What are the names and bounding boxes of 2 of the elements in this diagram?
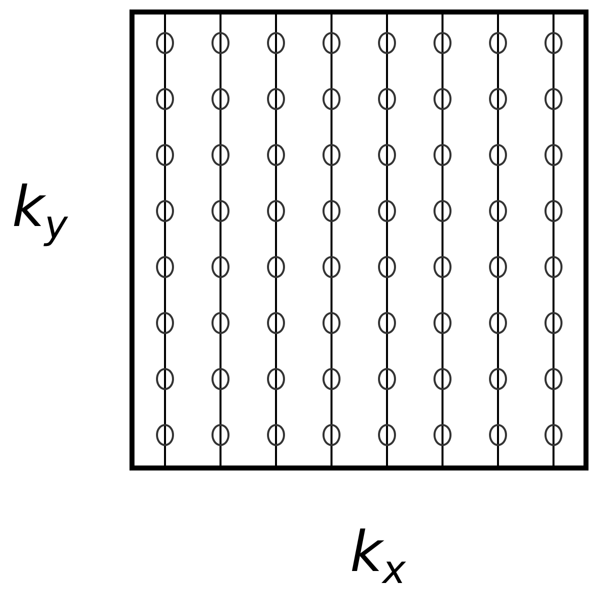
axis-label: k$_{x}$ xyxy=(350,525,406,590)
axis-label: k$_{y}$ xyxy=(12,180,68,246)
